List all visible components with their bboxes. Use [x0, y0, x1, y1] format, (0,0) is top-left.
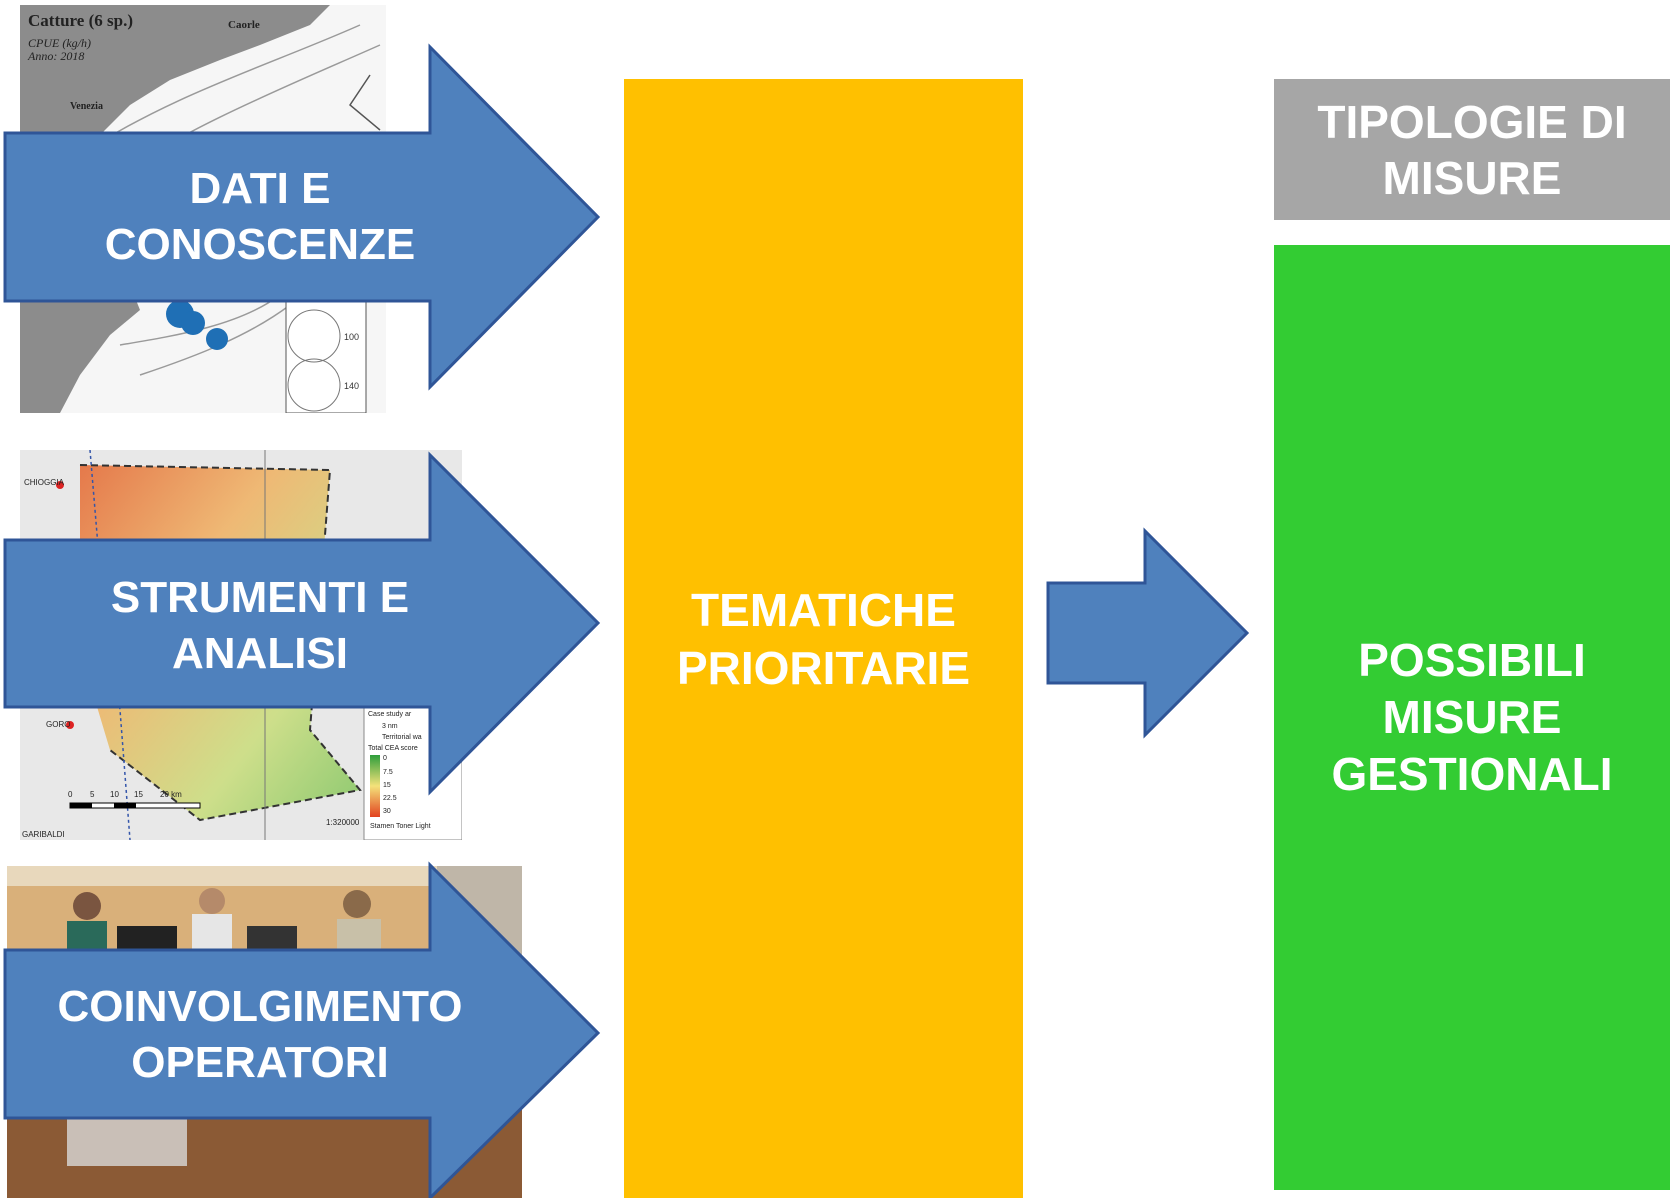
- legend-3nm: 3 nm: [382, 723, 398, 730]
- scale-tick-20: 20 km: [160, 790, 182, 799]
- header-box-line1: TIPOLOGIE DI: [1317, 95, 1627, 148]
- legend-100: 100: [344, 332, 360, 342]
- legend-value-7-5: 7.5: [383, 769, 393, 776]
- arrow-label-dati-line2: CONOSCENZE: [104, 220, 416, 269]
- scale-tick-10: 10: [110, 790, 119, 799]
- arrow-strumenti-analisi: [3, 451, 601, 796]
- map-title: Catture (6 sp.): [28, 11, 133, 30]
- arrow-label-strumenti-line1: STRUMENTI E: [110, 573, 410, 622]
- place-goro: GORO: [46, 720, 71, 729]
- legend-territorial: Territorial wa: [382, 734, 422, 741]
- tipologie-misure-header: TIPOLOGIE DI MISURE: [1274, 79, 1670, 220]
- arrow-coinvolgimento-operatori: [3, 861, 601, 1198]
- legend-value-0: 0: [383, 755, 387, 762]
- place-caorle: Caorle: [228, 19, 260, 31]
- arrow-label-strumenti-line2: ANALISI: [172, 629, 348, 678]
- basemap-credit: Stamen Toner Light: [370, 823, 431, 830]
- place-chioggia: CHIOGGIA: [24, 478, 65, 487]
- place-garibaldi: GARIBALDI: [22, 830, 65, 839]
- legend-case-study: Case study ar: [368, 711, 412, 718]
- scale-tick-5: 5: [90, 790, 95, 799]
- green-box-line1: POSSIBILI: [1358, 634, 1586, 686]
- legend-cea: Total CEA score: [368, 745, 418, 752]
- catch-dot: [206, 328, 228, 350]
- center-box-line2: PRIORITARIE: [676, 641, 971, 694]
- green-box-line2: MISURE: [1382, 691, 1562, 743]
- scale-ratio: 1:320000: [326, 818, 360, 827]
- place-venezia: Venezia: [70, 101, 103, 112]
- map-year: Anno: 2018: [28, 49, 85, 63]
- output-arrow-layer: [1046, 527, 1250, 739]
- possibili-misure-gestionali-box: POSSIBILI MISURE GESTIONALI: [1274, 245, 1670, 1190]
- input-arrows-layer: [3, 43, 601, 1198]
- arrow-to-measures: [1046, 527, 1250, 739]
- legend-140: 140: [344, 381, 360, 391]
- green-box-line3: GESTIONALI: [1331, 748, 1613, 800]
- arrow-dati-conoscenze: [3, 43, 601, 391]
- center-box-line1: TEMATICHE: [691, 583, 956, 636]
- scale-tick-15: 15: [134, 790, 143, 799]
- scale-tick-0: 0: [68, 790, 73, 799]
- arrow-label-coinvolgimento-line1: COINVOLGIMENTO: [57, 982, 463, 1031]
- arrow-label-coinvolgimento: COINVOLGIMENTO OPERATORI: [5, 979, 515, 1091]
- arrow-label-strumenti: STRUMENTI E ANALISI: [5, 570, 515, 682]
- arrow-label-coinvolgimento-line2: OPERATORI: [131, 1038, 389, 1087]
- legend-value-15: 15: [383, 782, 391, 789]
- arrow-label-dati-line1: DATI E: [189, 164, 331, 213]
- map-unit: CPUE (kg/h): [28, 36, 91, 50]
- arrow-label-dati: DATI E CONOSCENZE: [5, 161, 515, 273]
- tematiche-prioritarie-box: TEMATICHE PRIORITARIE: [624, 79, 1023, 1198]
- legend-value-30: 30: [383, 808, 391, 815]
- header-box-line2: MISURE: [1382, 151, 1562, 204]
- legend-value-22-5: 22.5: [383, 795, 397, 802]
- catch-dot: [181, 311, 205, 335]
